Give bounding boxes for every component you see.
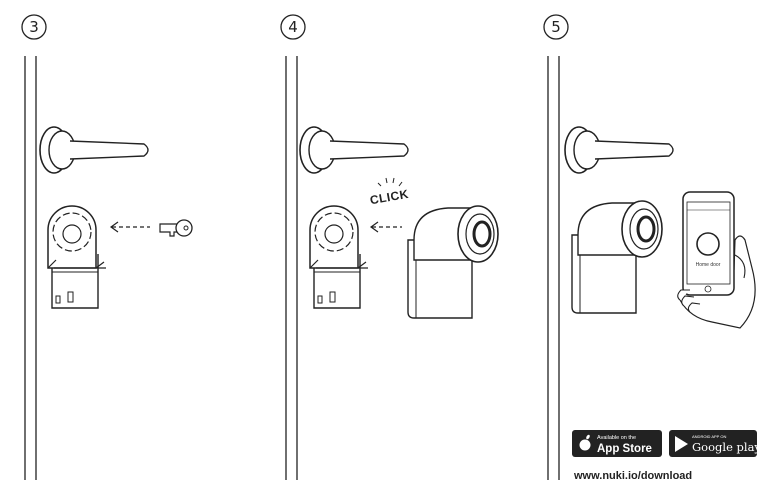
step-5-panel: 5 Home door Available on the App Store [544, 15, 761, 482]
step-3-number: 3 [29, 18, 39, 36]
step-5-number: 5 [551, 18, 561, 36]
key-icon [160, 220, 192, 236]
app-store-small-text: Available on the [597, 435, 636, 441]
click-burst-icon [378, 178, 402, 186]
mounting-plate [310, 206, 368, 308]
google-play-badge[interactable]: ANDROID APP ON Google play [669, 430, 761, 457]
mounting-plate [48, 206, 106, 308]
smart-lock [572, 201, 662, 313]
hand-holding-phone: Home door [678, 192, 755, 328]
download-url[interactable]: www.nuki.io/download [573, 470, 692, 482]
smart-lock [408, 206, 498, 318]
app-store-big-text: App Store [597, 443, 652, 455]
google-play-big-text: Google play [692, 440, 761, 454]
phone-screen-label: Home door [696, 262, 721, 268]
app-store-badge[interactable]: Available on the App Store [572, 430, 662, 457]
step-3-panel: 3 [22, 15, 192, 480]
unlock-button-icon [697, 233, 719, 255]
door-handle [300, 127, 408, 173]
google-play-small-text: ANDROID APP ON [692, 434, 726, 439]
step-4-panel: 4 CLICK [281, 15, 498, 480]
click-label: CLICK [369, 187, 410, 208]
step-4-number: 4 [288, 18, 298, 36]
door-handle [40, 127, 148, 173]
door-handle [565, 127, 673, 173]
